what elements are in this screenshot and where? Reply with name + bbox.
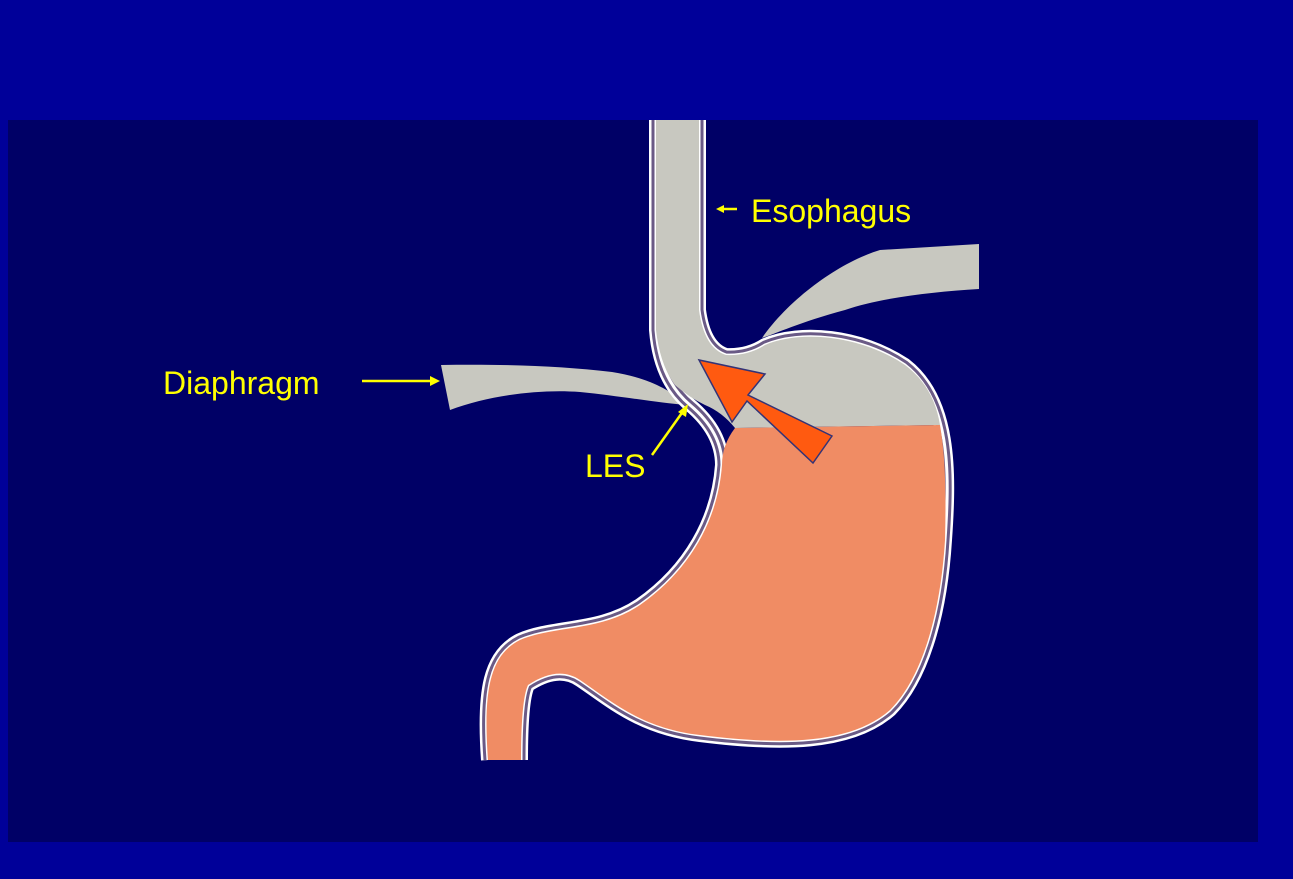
esophagus-label: Esophagus	[751, 193, 911, 229]
diaphragm-label: Diaphragm	[163, 365, 320, 401]
les-label: LES	[585, 448, 645, 484]
